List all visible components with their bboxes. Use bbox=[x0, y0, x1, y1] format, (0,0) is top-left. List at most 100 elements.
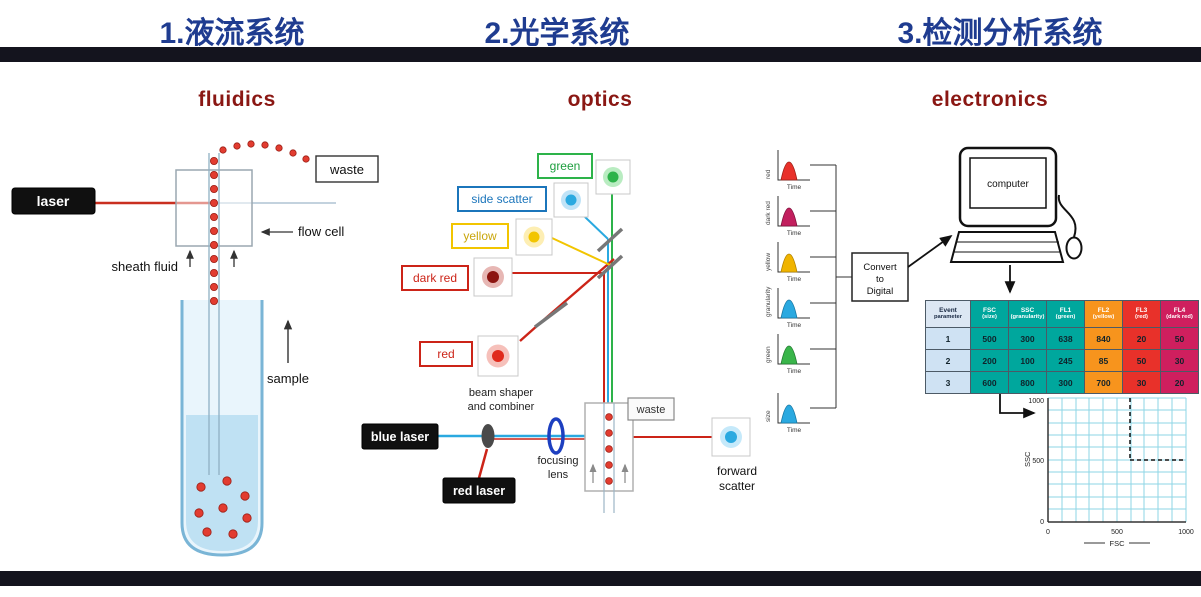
sheath-fluid-label: sheath fluid bbox=[112, 259, 179, 274]
table-cell: 300 bbox=[1046, 371, 1085, 394]
laser-box: laser bbox=[11, 187, 96, 215]
section-title-fluidics-cn: 1.液流系统 bbox=[159, 17, 305, 50]
table-row: 1 500 300 638 840 20 50 bbox=[925, 327, 1199, 350]
forward-scatter-label-line1: forward bbox=[717, 464, 757, 478]
scatter-plot: 1000 500 0 0 500 1000 SSC FSC bbox=[1023, 397, 1194, 548]
fluidics-heading: fluidics bbox=[198, 88, 276, 111]
convert-label-line2: to bbox=[876, 274, 884, 285]
mouse-cable bbox=[1057, 194, 1077, 238]
table-cell: 50 bbox=[1160, 327, 1199, 350]
optics-waste-label: waste bbox=[636, 404, 666, 416]
table-row: 3 600 800 300 700 30 20 bbox=[925, 371, 1199, 394]
table-cell: 1 bbox=[925, 327, 971, 350]
time-label: Time bbox=[787, 230, 802, 237]
electronics-diagram: red Time dark red Time yellow Time granu… bbox=[765, 146, 1194, 548]
flow-cell-label: flow cell bbox=[298, 224, 344, 239]
y-tick: 500 bbox=[1032, 458, 1044, 465]
table-header: FSC(size) bbox=[970, 300, 1009, 328]
side-scatter-label: side scatter bbox=[471, 192, 532, 206]
waste-box: waste bbox=[315, 155, 379, 183]
mouse-icon bbox=[1065, 236, 1083, 260]
table-cell: 3 bbox=[925, 371, 971, 394]
time-label: Time bbox=[787, 322, 802, 329]
computer-icon: computer bbox=[949, 146, 1083, 263]
cells-to-waste bbox=[219, 140, 310, 163]
green-label: green bbox=[550, 159, 581, 173]
table-header: FL4(dark red) bbox=[1160, 300, 1199, 328]
y-tick: 1000 bbox=[1028, 398, 1044, 405]
pulse-chart-red: red Time bbox=[765, 150, 836, 191]
side-scatter-detector bbox=[553, 182, 589, 218]
dark-red-label: dark red bbox=[413, 271, 457, 285]
table-cell: 800 bbox=[1008, 371, 1047, 394]
cells-in-tube bbox=[209, 157, 218, 305]
pulse-chart-green: green Time bbox=[765, 334, 836, 375]
table-header: FL2(yellow) bbox=[1084, 300, 1123, 328]
top-divider-bar bbox=[0, 47, 1201, 62]
pulse-label: yellow bbox=[765, 253, 772, 271]
time-label: Time bbox=[787, 427, 802, 434]
pulse-chart-dark-red: dark red Time bbox=[765, 196, 836, 237]
beam-shaper-label-line2: and combiner bbox=[468, 401, 535, 413]
x-axis-label: FSC bbox=[1110, 539, 1126, 548]
table-row: 2 200 100 245 85 50 30 bbox=[925, 349, 1199, 372]
red-label-box: red bbox=[419, 341, 473, 367]
convert-to-computer-arrow bbox=[907, 234, 953, 268]
red-detector bbox=[477, 335, 519, 377]
sample-label: sample bbox=[267, 371, 309, 386]
green-detector bbox=[595, 159, 631, 195]
dark-red-detector bbox=[473, 257, 513, 297]
table-cell: 700 bbox=[1084, 371, 1123, 394]
bottom-divider-bar bbox=[0, 571, 1201, 586]
time-label: Time bbox=[787, 368, 802, 375]
laser-label: laser bbox=[37, 193, 70, 209]
pulse-chart-granularity: granularity Time bbox=[765, 286, 836, 329]
blue-laser-label: blue laser bbox=[371, 430, 429, 444]
optics-cells bbox=[605, 413, 613, 485]
pulse-label: size bbox=[765, 410, 772, 422]
yellow-label: yellow bbox=[463, 229, 497, 243]
optics-waste-box: waste bbox=[627, 397, 675, 421]
x-tick: 500 bbox=[1111, 529, 1123, 536]
beam-shaper-label-line1: beam shaper bbox=[469, 387, 534, 399]
x-tick: 1000 bbox=[1178, 529, 1194, 536]
table-header: SSC(granularity) bbox=[1008, 300, 1047, 328]
red-label: red bbox=[437, 347, 454, 361]
test-tube-liquid bbox=[186, 415, 258, 551]
convert-label-line1: Convert bbox=[863, 262, 897, 273]
table-to-plot-arrow bbox=[999, 391, 1036, 419]
convert-label-line3: Digital bbox=[867, 286, 893, 297]
pulse-label: red bbox=[765, 169, 772, 179]
focusing-lens-icon bbox=[547, 417, 565, 455]
time-label: Time bbox=[787, 184, 802, 191]
table-cell: 638 bbox=[1046, 327, 1085, 350]
fluidics-diagram: laser waste flow cell sheath fluid sampl… bbox=[11, 140, 379, 557]
table-cell: 245 bbox=[1046, 349, 1085, 372]
table-cell: 20 bbox=[1122, 327, 1161, 350]
focusing-lens-label-line1: focusing bbox=[538, 455, 579, 467]
keyboard-icon bbox=[949, 231, 1065, 263]
pulse-label: dark red bbox=[765, 201, 772, 225]
pulse-label: granularity bbox=[765, 286, 772, 317]
table-header: FL1(green) bbox=[1046, 300, 1085, 328]
blue-laser-box: blue laser bbox=[361, 423, 439, 450]
focusing-lens-label-line2: lens bbox=[548, 469, 569, 481]
optics-diagram: green side scatter yellow dark red red b… bbox=[361, 153, 757, 513]
screen-icon bbox=[969, 157, 1047, 209]
computer-label: computer bbox=[987, 179, 1029, 190]
table-cell: 300 bbox=[1008, 327, 1047, 350]
section-title-electronics-cn: 3.检测分析系统 bbox=[897, 17, 1103, 50]
y-tick: 0 bbox=[1040, 519, 1044, 526]
y-axis-label: SSC bbox=[1023, 451, 1032, 467]
table-cell: 500 bbox=[970, 327, 1009, 350]
time-label: Time bbox=[787, 276, 802, 283]
forward-scatter-label-line2: scatter bbox=[719, 479, 755, 493]
table-cell: 20 bbox=[1160, 371, 1199, 394]
pulse-chart-size: size Time bbox=[765, 393, 836, 434]
forward-scatter-detector bbox=[711, 417, 751, 457]
beam-combiner-icon bbox=[481, 424, 495, 448]
